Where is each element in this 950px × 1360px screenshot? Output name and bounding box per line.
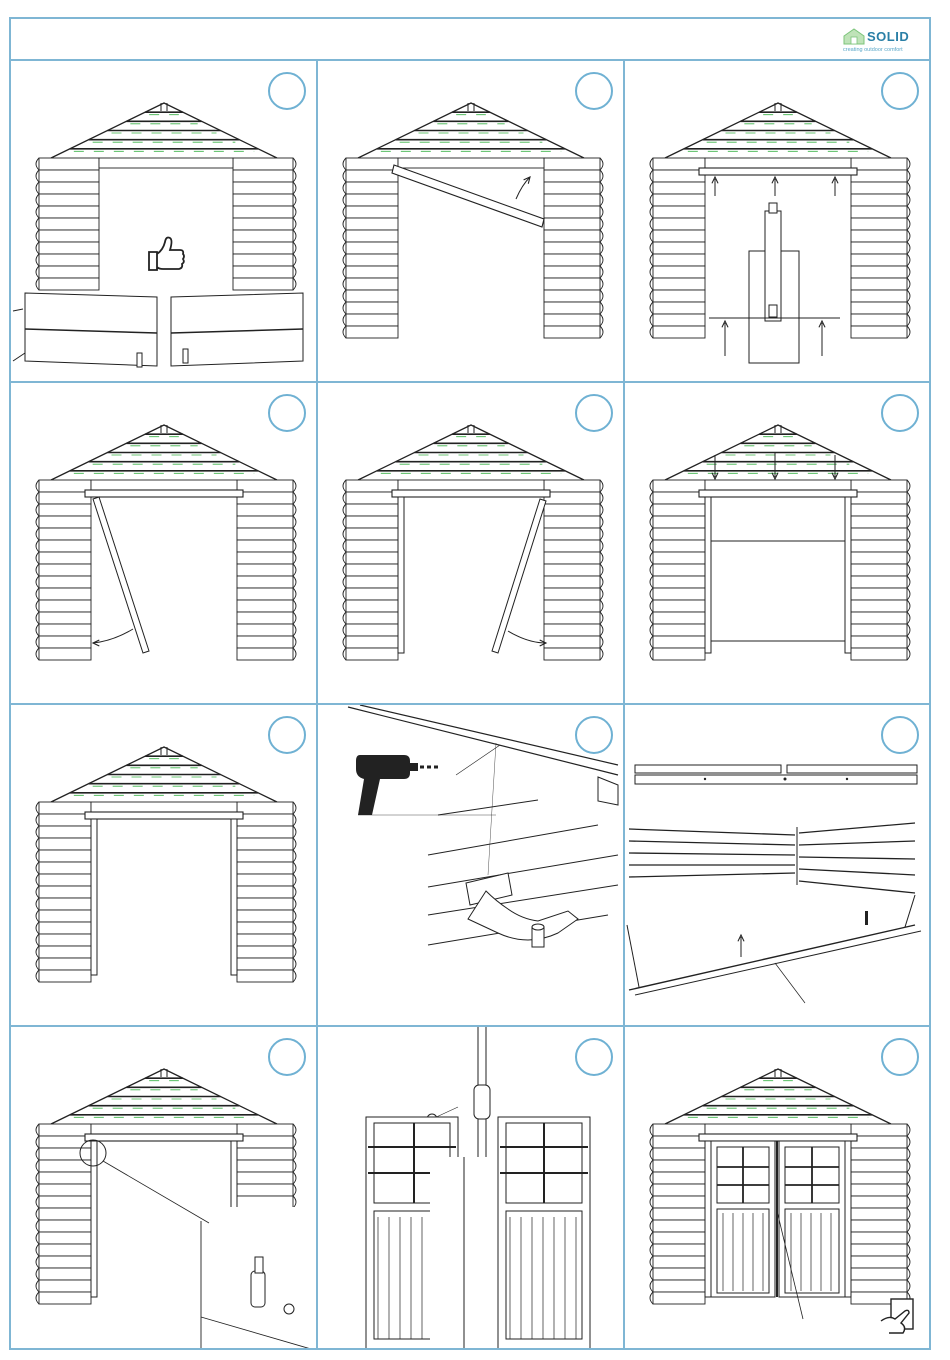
page-header: SOLID creating outdoor comfort bbox=[11, 19, 929, 61]
step-number-circle bbox=[575, 394, 613, 432]
step-number-circle bbox=[881, 716, 919, 754]
step-2-illustration bbox=[318, 61, 624, 383]
step-cell-5 bbox=[318, 383, 625, 705]
logo-word: SOLID bbox=[867, 29, 909, 44]
step-4-illustration bbox=[11, 383, 317, 705]
step-11-illustration bbox=[318, 1027, 624, 1348]
step-cell-6 bbox=[625, 383, 929, 705]
step-number-circle bbox=[881, 394, 919, 432]
step-cell-8 bbox=[318, 705, 625, 1027]
step-number-circle bbox=[268, 716, 306, 754]
step-9-illustration bbox=[625, 705, 929, 1027]
house-logo-icon bbox=[843, 27, 865, 45]
step-cell-2 bbox=[318, 61, 625, 383]
step-number-circle bbox=[881, 72, 919, 110]
drill-icon bbox=[356, 755, 438, 815]
step-cell-3 bbox=[625, 61, 929, 383]
step-cell-10 bbox=[11, 1027, 318, 1348]
logo-tagline: creating outdoor comfort bbox=[843, 47, 923, 53]
side-panels bbox=[13, 293, 303, 367]
arrow-up-icon bbox=[738, 935, 744, 957]
step-number-circle bbox=[268, 394, 306, 432]
step-number-circle bbox=[575, 1038, 613, 1076]
step-3-illustration bbox=[625, 61, 929, 383]
step-12-illustration bbox=[625, 1027, 929, 1348]
step-number-circle bbox=[268, 1038, 306, 1076]
step-grid bbox=[11, 61, 929, 1348]
step-5-illustration bbox=[318, 383, 624, 705]
arrow-down-icon bbox=[712, 453, 838, 479]
step-8-illustration bbox=[318, 705, 624, 1027]
step-1-illustration bbox=[11, 61, 317, 383]
step-cell-11 bbox=[318, 1027, 625, 1348]
step-10-illustration bbox=[11, 1027, 317, 1348]
brand-logo: SOLID creating outdoor comfort bbox=[843, 27, 923, 57]
step-number-circle bbox=[575, 716, 613, 754]
step-cell-12 bbox=[625, 1027, 929, 1348]
right-door-leaf bbox=[498, 1117, 590, 1348]
step-number-circle bbox=[575, 72, 613, 110]
hinge-icon bbox=[474, 1085, 490, 1119]
step-cell-9 bbox=[625, 705, 929, 1027]
double-door bbox=[711, 1141, 845, 1297]
step-cell-1 bbox=[11, 61, 318, 383]
step-7-illustration bbox=[11, 705, 317, 1027]
step-number-circle bbox=[881, 1038, 919, 1076]
step-cell-4 bbox=[11, 383, 318, 705]
thumbs-up-icon bbox=[149, 238, 184, 271]
step-number-circle bbox=[268, 72, 306, 110]
step-6-illustration bbox=[625, 383, 929, 705]
step-cell-7 bbox=[11, 705, 318, 1027]
